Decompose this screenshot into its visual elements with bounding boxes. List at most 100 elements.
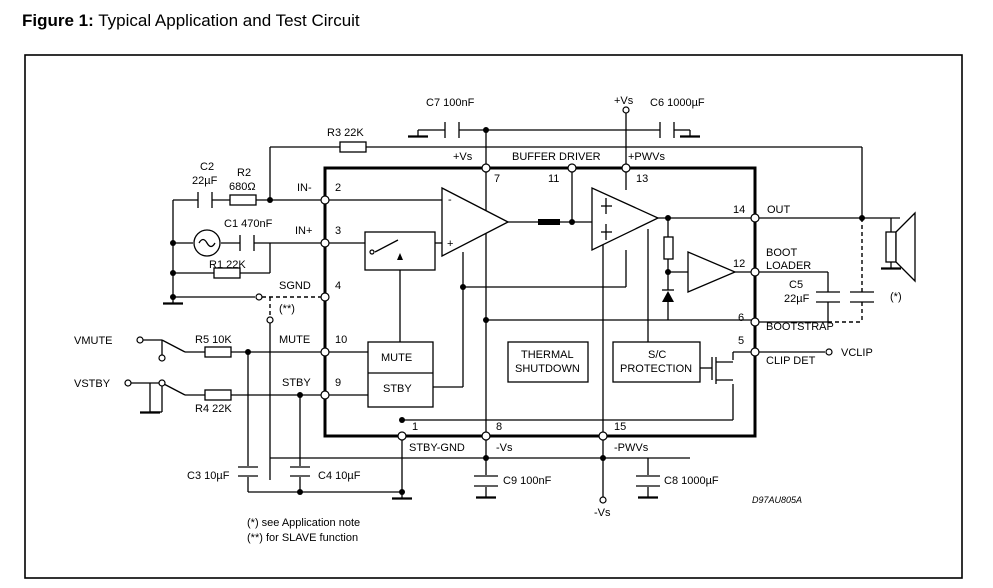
pin-name-boot: BOOT <box>766 247 797 259</box>
resistor-r4 <box>204 389 232 401</box>
mark-star: (*) <box>890 291 902 303</box>
pin-name-stby: STBY <box>282 377 311 389</box>
pin-name-in-minus: IN- <box>297 182 312 194</box>
label-vclip: VCLIP <box>841 347 873 359</box>
capacitor-c3 <box>238 466 258 477</box>
diagram-frame <box>24 54 963 579</box>
junction-dots <box>170 127 865 495</box>
buffer-driver-amp <box>591 186 660 252</box>
label-thermal: THERMAL <box>521 349 574 361</box>
resistor-r1 <box>213 267 241 279</box>
pin-name-clip-det: CLIP DET <box>766 355 816 367</box>
speaker-icon <box>885 211 916 283</box>
note-application: (*) see Application note <box>247 517 360 529</box>
svg-text:-: - <box>448 194 452 206</box>
figure-title: Figure 1: Typical Application and Test C… <box>22 11 360 31</box>
pin-name-in-plus: IN+ <box>295 225 312 237</box>
figure-number: Figure 1: <box>22 11 94 30</box>
pin-9: 9 <box>335 377 341 389</box>
pin-13: 13 <box>636 173 648 185</box>
input-opamp: - + <box>441 186 510 258</box>
capacitor-c8 <box>636 475 660 487</box>
pin-8: 8 <box>496 421 502 433</box>
label-r2-value: 680Ω <box>229 181 256 193</box>
label-c4: C4 10µF <box>318 470 361 482</box>
capacitor-c1 <box>239 235 255 251</box>
label-c9: C9 100nF <box>503 475 552 487</box>
wires <box>128 110 900 500</box>
resistor-r5 <box>204 346 232 358</box>
pin-2: 2 <box>335 182 341 194</box>
label-protection: PROTECTION <box>620 363 692 375</box>
stby-switch <box>161 382 186 396</box>
label-ic-vs-minus: -Vs <box>496 442 513 454</box>
label-c3: C3 10µF <box>187 470 230 482</box>
pin-11: 11 <box>548 173 559 185</box>
boot-loader-amp <box>687 251 737 293</box>
signal-source <box>193 229 221 257</box>
label-c7: C7 100nF <box>426 97 475 109</box>
label-shutdown: SHUTDOWN <box>515 363 580 375</box>
label-c5-name: C5 <box>789 279 803 291</box>
pin-7: 7 <box>494 173 500 185</box>
pin-12: 12 <box>733 258 745 270</box>
label-r3: R3 22K <box>327 127 364 139</box>
svg-text:+: + <box>447 238 453 250</box>
pin-5: 5 <box>738 335 744 347</box>
capacitor-c5 <box>816 291 840 303</box>
mute-switch <box>161 339 186 353</box>
resistor-r2 <box>229 194 257 206</box>
internal-resistor <box>663 236 674 260</box>
pin-name-bootstrap: BOOTSTRAP <box>766 321 834 333</box>
label-ic-vs: +Vs <box>453 151 473 163</box>
pin-name-out: OUT <box>767 204 791 216</box>
label-vmute: VMUTE <box>74 335 113 347</box>
label-vstby: VSTBY <box>74 378 111 390</box>
label-c1: C1 470nF <box>224 218 273 230</box>
pin-name-loader: LOADER <box>766 260 811 272</box>
capacitor-c7 <box>444 122 460 138</box>
capacitor-c9 <box>474 475 498 487</box>
pin-4: 4 <box>335 280 341 292</box>
label-c2-name: C2 <box>200 161 214 173</box>
label-pwvs-minus: -PWVs <box>614 442 649 454</box>
label-stby-gnd: STBY-GND <box>409 442 465 454</box>
label-r4: R4 22K <box>195 403 232 415</box>
label-sc: S/C <box>648 349 666 361</box>
figure-caption: Typical Application and Test Circuit <box>98 11 360 30</box>
label-c2-value: 22µF <box>192 175 218 187</box>
pin-name-sgnd: SGND <box>279 280 311 292</box>
pin-terminals <box>124 106 833 504</box>
label-stby-block: STBY <box>383 383 412 395</box>
mark-double-star: (**) <box>279 303 295 315</box>
capacitor-c2 <box>197 192 213 208</box>
ic-outline <box>323 166 757 438</box>
capacitor-c6 <box>659 122 675 138</box>
resistor-r3 <box>339 141 367 153</box>
pin-15: 15 <box>614 421 626 433</box>
diode-icon <box>662 289 674 320</box>
mute-stby-block <box>367 341 434 408</box>
label-c5-value: 22µF <box>784 293 810 305</box>
label-r1: R1 22K <box>209 259 246 271</box>
label-pwvs-plus: +PWVs <box>628 151 665 163</box>
pin-10: 10 <box>335 334 347 346</box>
label-r2-name: R2 <box>237 167 251 179</box>
coupling-link <box>538 219 560 225</box>
drawing-reference: D97AU805A <box>752 495 802 505</box>
note-slave: (**) for SLAVE function <box>247 532 358 544</box>
pin-3: 3 <box>335 225 341 237</box>
capacitor-c4 <box>290 466 310 477</box>
pin-1: 1 <box>412 421 418 433</box>
label-c6: C6 1000µF <box>650 97 705 109</box>
pin-14: 14 <box>733 204 745 216</box>
sc-protection-block <box>612 341 701 383</box>
label-buffer-driver: BUFFER DRIVER <box>512 151 601 163</box>
thermal-shutdown-block <box>507 341 589 383</box>
label-r5: R5 10K <box>195 334 232 346</box>
pin-6: 6 <box>738 312 744 324</box>
input-switch-box <box>364 231 436 271</box>
ground-icons <box>140 135 901 500</box>
label-vs-top: +Vs <box>614 95 634 107</box>
